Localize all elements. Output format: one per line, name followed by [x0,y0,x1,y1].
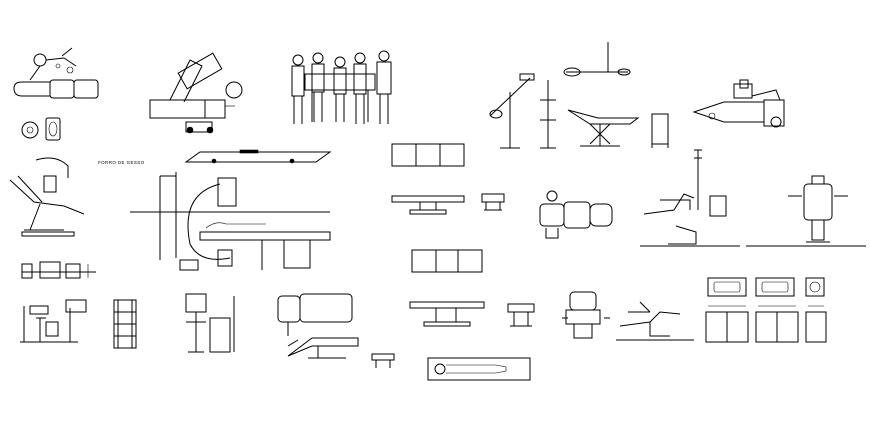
forro-de-gesso-label: FORRO DE GESSO [98,160,145,165]
dental-chair-front-b [562,291,610,339]
xray-apparatus-elevation [149,52,243,134]
ceiling-panel-section [184,149,332,164]
c-arm-xray-with-table [130,172,331,271]
surgical-lamp-and-iv-stands [489,42,631,149]
dental-chair-front-elevation [746,175,866,247]
dental-chair-side-elevation [9,157,85,237]
monitor-cart-elevation [185,293,235,353]
operating-table-elevation [567,109,640,147]
instrument-trolley-elevation [113,299,137,349]
dental-chair-top-view-2 [539,190,613,239]
sink-plan-views [707,277,825,297]
surgical-table-side-a [391,195,465,215]
surgical-table-side-b [409,301,485,327]
stretcher-top-view-small [391,143,465,167]
examination-bed-elevation [287,337,359,359]
surgical-table-front-b [507,303,535,327]
spittoon-and-tray [21,117,61,141]
dental-chair-elevation-with-stand [640,149,740,247]
small-stool-elevation [371,353,395,368]
patient-on-stretcher-plan [427,357,531,381]
anesthesia-cart-plan [21,261,96,279]
examination-bed-top-view [277,293,353,347]
dental-unit-top-view [13,47,99,99]
instrument-stand-elevation [20,299,87,343]
dental-chair-side-b [616,301,694,341]
cabinet-elevation [651,113,669,148]
dental-chair-top-view [692,79,785,128]
surgical-team-figures [291,50,392,124]
surgical-table-front-a [481,193,505,211]
stretcher-top-view-b [411,249,483,273]
sink-cabinet-elevations [705,305,827,343]
